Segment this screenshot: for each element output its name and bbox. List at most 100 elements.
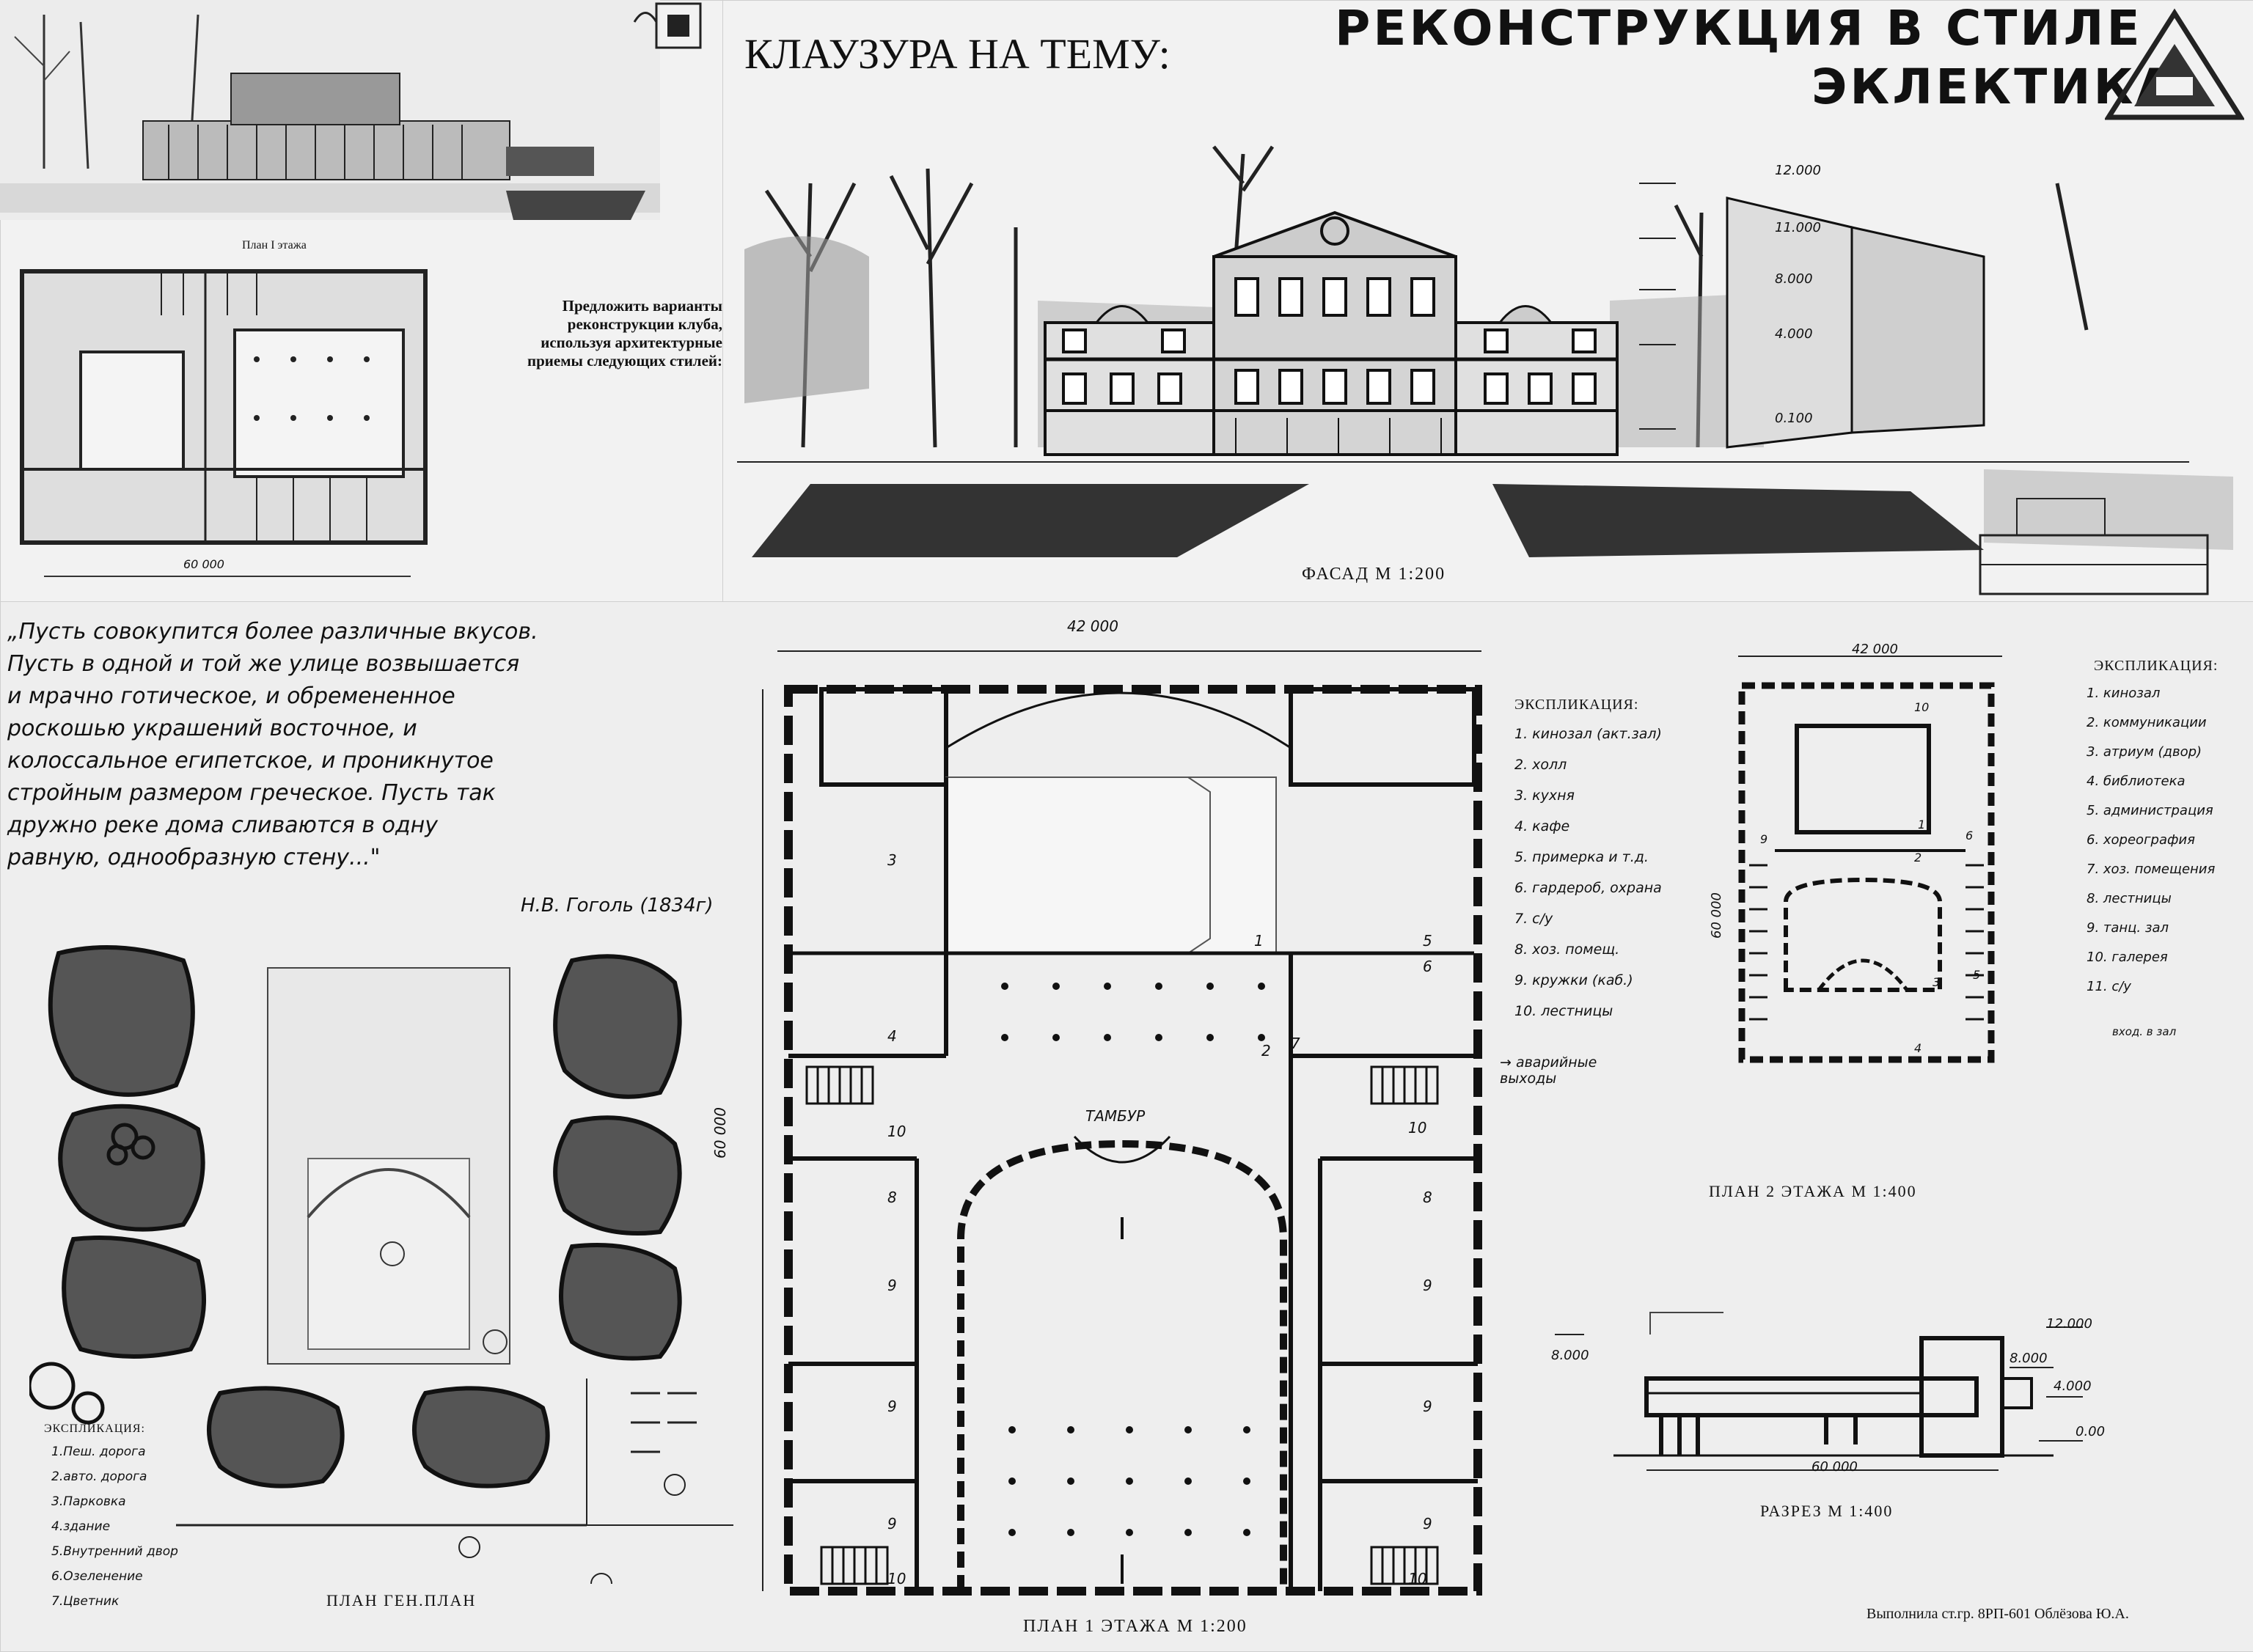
site-expl-item: 5.Внутренний двор [51,1544,178,1559]
section-level-0: 0.00 [2076,1424,2106,1439]
svg-text:10: 10 [887,1123,906,1140]
section-dimension: 60 000 [1811,1459,1858,1475]
plan2-expl-item: 4. библиотека [2087,774,2186,789]
svg-text:5: 5 [1973,968,1980,982]
quote-line-2: Пусть в одной и той же улице возвышается [7,651,520,677]
section-level-4000: 4.000 [2054,1378,2092,1394]
site-expl-item: 1.Пеш. дорога [51,1444,146,1459]
section-level-8000-right: 8.000 [2010,1351,2048,1366]
site-explication-list: 1.Пеш. дорога 2.авто. дорога 3.Парковка … [51,1444,178,1619]
svg-text:2: 2 [1261,1042,1271,1060]
svg-text:9: 9 [887,1277,897,1294]
university-logo-icon [2105,7,2244,125]
plan1-expl-item: 3. кухня [1514,788,1575,804]
plan2-expl-item: 6. хореография [2087,832,2195,848]
svg-text:5: 5 [1423,932,1432,950]
existing-plan-dim-line [44,576,411,577]
plan2-expl-item: 1. кинозал [2087,686,2161,701]
quote-line-1: „Пусть совокупится более различные вкусо… [7,619,538,645]
quote-line-5: колоссальное египетское, и проникнутое [7,748,494,774]
existing-building-photo [0,0,660,220]
svg-text:1: 1 [1918,818,1925,831]
facade-level-5: 0.100 [1775,411,1813,426]
plan2-expl-item: 8. лестницы [2087,891,2172,906]
section-level-12000: 12.000 [2046,1316,2092,1332]
plan2-explication-list: 1. кинозал 2. коммуникации 3. атриум (дв… [2087,686,2215,997]
svg-text:7: 7 [1291,1035,1300,1052]
task-line-4: приемы следующих стилей: [527,352,722,370]
svg-text:6: 6 [1966,829,1973,842]
svg-text:9: 9 [887,1398,897,1415]
svg-text:9: 9 [1423,1277,1432,1294]
quote-line-7: дружно реке дома сливаются в одну [7,812,439,838]
plan1-expl-item: 6. гардероб, охрана [1514,880,1662,896]
plan1-expl-item: 7. с/у [1514,911,1553,927]
site-expl-item: 6.Озеленение [51,1569,143,1584]
plan1-tambur-label: ТАМБУР [1085,1107,1146,1125]
author-credit: Выполнила ст.гр. 8РП-601 Облёзова Ю.А. [1866,1606,2129,1622]
task-line-1: Предложить варианты [562,297,722,315]
existing-floor-plan [15,257,433,550]
svg-text:9: 9 [887,1515,897,1532]
gogol-quote: „Пусть совокупится более различные вкусо… [7,616,763,874]
svg-text:8: 8 [1423,1189,1432,1206]
svg-text:10: 10 [1408,1119,1426,1137]
site-expl-item: 4.здание [51,1519,111,1534]
title-prefix: КЛАУЗУРА НА ТЕМУ: [744,30,1171,78]
plan2-expl-item: 10. галерея [2087,950,2168,965]
quote-line-6: стройным размером греческое. Пусть так [7,780,496,806]
plan1-explication-title: ЭКСПЛИКАЦИЯ: [1514,697,1639,713]
plan2-explication-title: ЭКСПЛИКАЦИЯ: [2094,658,2219,674]
site-expl-item: 3.Парковка [51,1494,126,1509]
plan2-expl-item: 7. хоз. помещения [2087,862,2216,877]
svg-text:10: 10 [887,1570,906,1587]
plan1-expl-item: 1. кинозал (акт.зал) [1514,726,1662,742]
plan2-expl-item: 9. танц. зал [2087,920,2169,936]
svg-text:8: 8 [887,1189,897,1206]
section-level-8000-left: 8.000 [1551,1348,1589,1363]
plan1-expl-item: 10. лестницы [1514,1003,1613,1019]
task-line-2: реконструкции клуба, [567,315,722,333]
svg-text:6: 6 [1423,958,1432,975]
quote-author: Н.В. Гоголь (1834г) [521,895,714,917]
plan2-extra-note: вход. в зал [2112,1025,2177,1038]
site-expl-item: 7.Цветник [51,1594,120,1609]
svg-text:3: 3 [887,851,897,869]
site-plan-drawing [29,939,748,1584]
plan1-dim-width: 42 000 [1067,617,1118,635]
svg-text:4: 4 [887,1027,897,1045]
plan2-expl-item: 5. администрация [2087,803,2213,818]
title-line-1: РЕКОНСТРУКЦИЯ В СТИЛЕ [1335,0,2143,56]
plan2-dim-width: 42 000 [1852,642,1898,657]
corner-logo-icon [627,0,708,59]
svg-text:2: 2 [1914,851,1922,864]
plan1-explication-list: 1. кинозал (акт.зал) 2. холл 3. кухня 4.… [1514,726,1662,1034]
facade-drawing [722,139,2253,565]
svg-text:4: 4 [1914,1041,1922,1055]
facade-level-3: 8.000 [1775,271,1813,287]
section-drawing [1540,1305,2098,1481]
site-plan-caption: ПЛАН ГЕН.ПЛАН [326,1591,477,1609]
quote-line-8: равную, однообразную стену..." [7,845,381,870]
plan2-expl-item: 2. коммуникации [2087,715,2207,730]
plan2-expl-item: 3. атриум (двор) [2087,744,2202,760]
plan1-expl-item: 4. кафе [1514,818,1570,834]
svg-text:1: 1 [1254,932,1264,950]
plan1-expl-item: 5. примерка и т.д. [1514,849,1649,865]
plan1-dim-height: 60 000 [711,1107,729,1159]
facade-level-1: 12.000 [1775,163,1821,178]
quote-line-3: и мрачно готическое, и обремененное [7,683,455,709]
svg-text:9: 9 [1760,832,1767,846]
existing-plan-title: План I этажа [242,239,307,252]
facade-level-2: 11.000 [1775,220,1821,235]
task-text: Предложить варианты реконструкции клуба,… [488,297,722,370]
plan2-caption: ПЛАН 2 ЭТАЖА М 1:400 [1709,1182,1917,1200]
facade-level-4: 4.000 [1775,326,1813,342]
task-line-3: используя архитектурные [541,334,722,351]
plan2-expl-item: 11. с/у [2087,979,2131,994]
svg-text:9: 9 [1423,1515,1432,1532]
site-expl-item: 2.авто. дорога [51,1469,147,1484]
existing-plan-dimension: 60 000 [183,557,224,571]
